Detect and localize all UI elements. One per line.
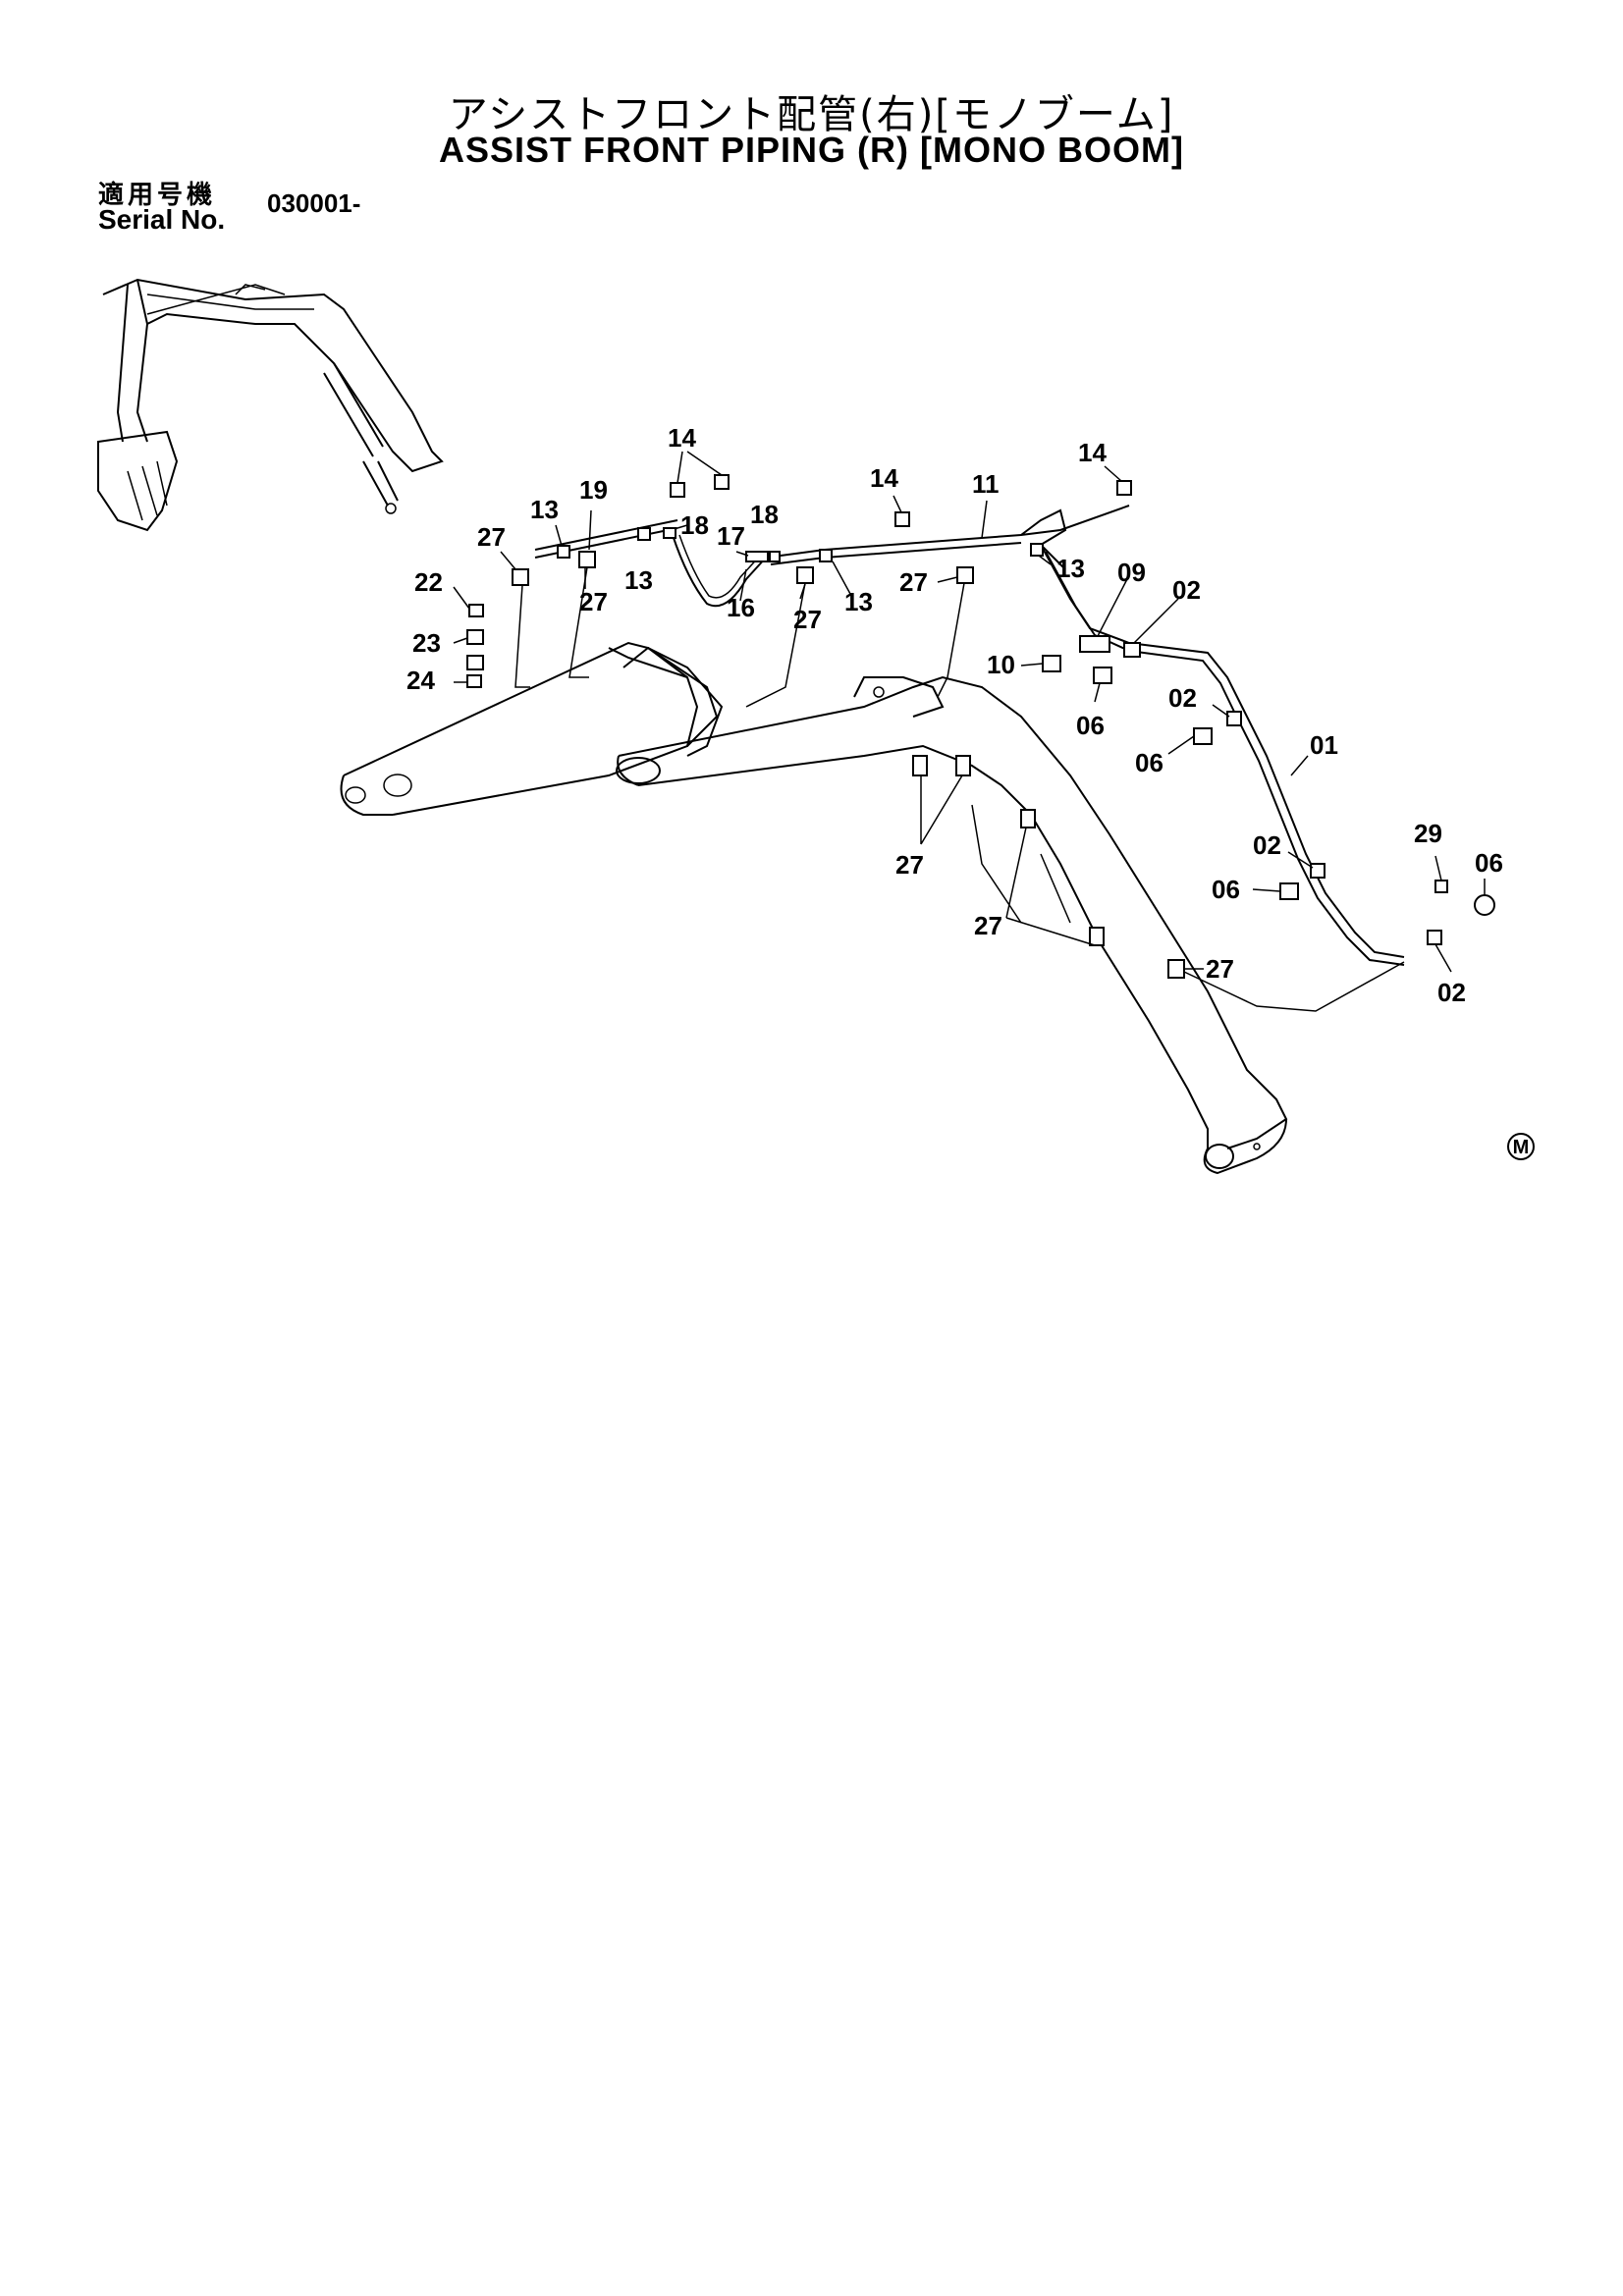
callout-27: 27 bbox=[895, 850, 924, 880]
callout-06: 06 bbox=[1475, 848, 1503, 878]
title-japanese: アシストフロント配管(右)[モノブーム] bbox=[448, 92, 1175, 137]
callout-09: 09 bbox=[1117, 558, 1146, 587]
circled-m-mark: M bbox=[1507, 1133, 1535, 1160]
callout-27: 27 bbox=[899, 567, 928, 597]
callout-02: 02 bbox=[1172, 575, 1201, 605]
callout-11: 11 bbox=[972, 469, 1000, 499]
callout-14: 14 bbox=[1078, 438, 1107, 467]
callout-17: 17 bbox=[717, 521, 745, 551]
callout-14: 14 bbox=[870, 463, 898, 493]
serial-label-english: Serial No. bbox=[98, 204, 226, 235]
callout-06: 06 bbox=[1076, 711, 1105, 740]
callout-13: 13 bbox=[1056, 554, 1085, 583]
callout-02: 02 bbox=[1253, 830, 1281, 860]
callout-13: 13 bbox=[844, 587, 873, 616]
excavator-inset-drawing bbox=[97, 278, 444, 532]
callout-18: 18 bbox=[750, 500, 779, 529]
callout-16: 16 bbox=[727, 593, 755, 622]
callout-27: 27 bbox=[579, 587, 608, 616]
serial-number: 030001- bbox=[267, 188, 361, 218]
callout-27: 27 bbox=[974, 911, 1002, 940]
part-symbols bbox=[466, 474, 1495, 979]
callout-01: 01 bbox=[1310, 730, 1338, 760]
callout-06: 06 bbox=[1135, 748, 1163, 777]
title-english: ASSIST FRONT PIPING (R) [MONO BOOM] bbox=[439, 130, 1184, 170]
callout-27: 27 bbox=[477, 522, 506, 552]
callout-29: 29 bbox=[1414, 819, 1442, 848]
callouts: 14 19 13 27 18 17 18 14 11 14 22 27 13 1… bbox=[406, 423, 1503, 1007]
callout-19: 19 bbox=[579, 475, 608, 505]
callout-27: 27 bbox=[793, 605, 822, 634]
leader-lines bbox=[453, 451, 1486, 1012]
callout-13: 13 bbox=[624, 565, 653, 595]
callout-02: 02 bbox=[1437, 978, 1466, 1007]
callout-18: 18 bbox=[680, 510, 709, 540]
callout-22: 22 bbox=[414, 567, 443, 597]
serial-label-japanese: 適用号機 bbox=[98, 181, 217, 210]
boom-drawing bbox=[340, 641, 1288, 1175]
callout-14: 14 bbox=[668, 423, 696, 453]
callout-23: 23 bbox=[412, 628, 441, 658]
callout-13: 13 bbox=[530, 495, 559, 524]
callout-02: 02 bbox=[1168, 683, 1197, 713]
callout-06: 06 bbox=[1212, 875, 1240, 904]
callout-10: 10 bbox=[987, 650, 1015, 679]
callout-27: 27 bbox=[1206, 954, 1234, 984]
mark-letter: M bbox=[1513, 1137, 1530, 1158]
callout-24: 24 bbox=[406, 666, 435, 695]
